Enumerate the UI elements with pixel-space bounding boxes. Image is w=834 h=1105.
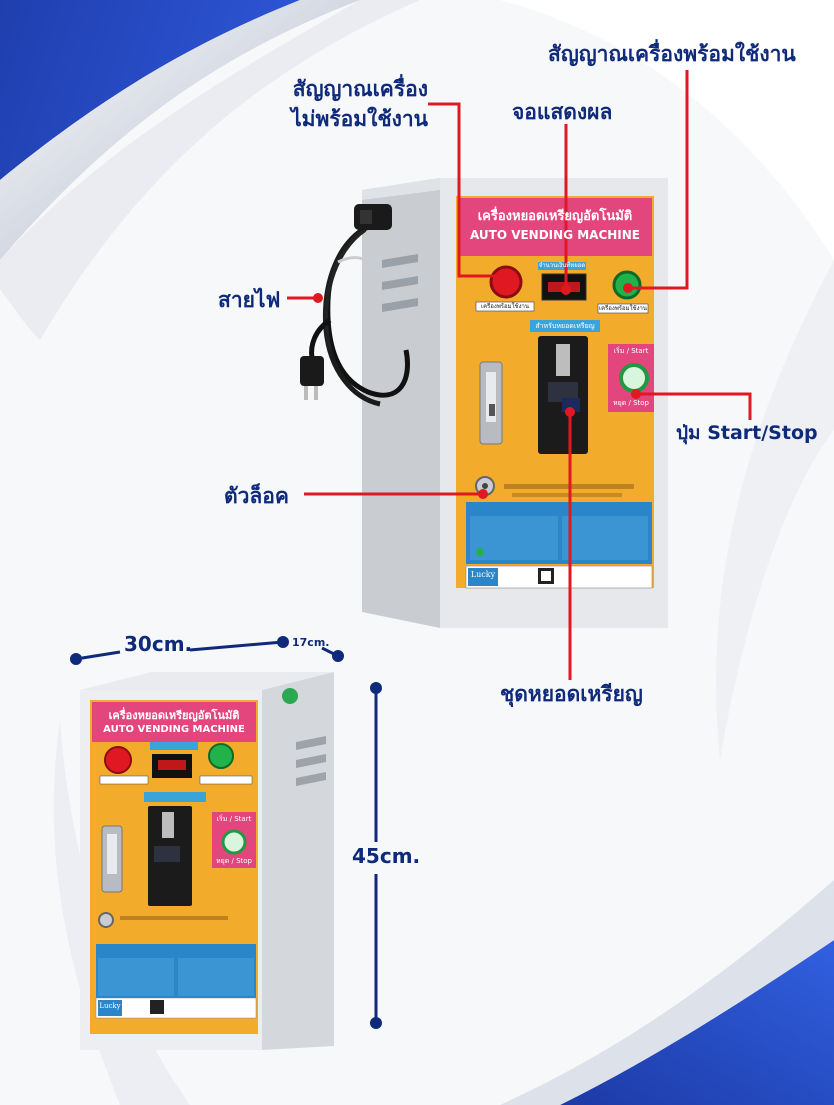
- label-ready: สัญญาณเครื่องพร้อมใช้งาน: [548, 42, 796, 66]
- label-power-cord: สายไฟ: [218, 288, 281, 312]
- panel-brand: Lucky: [470, 570, 496, 579]
- panel-title-en: AUTO VENDING MACHINE: [469, 228, 641, 242]
- dimension-height: 45cm.: [352, 844, 421, 868]
- label-lock: ตัวล็อค: [224, 484, 289, 508]
- small-panel-brand: Lucky: [99, 1002, 121, 1010]
- small-panel-title-th: เครื่องหยอดเหรียญอัตโนมัติ: [108, 709, 240, 722]
- panel-led-left-label: เครื่องพร้อมใช้งาน: [481, 303, 529, 310]
- panel-title-th: เครื่องหยอดเหรียญอัตโนมัติ: [477, 209, 633, 224]
- callout-not-ready-line: [428, 102, 500, 278]
- panel-coin-header: สำหรับหยอดเหรียญ: [535, 322, 595, 330]
- label-display: จอแสดงผล: [512, 100, 613, 124]
- small-panel-title-en: AUTO VENDING MACHINE: [103, 724, 245, 735]
- small-panel-stop-label: หยุด / Stop: [216, 857, 252, 865]
- label-start-stop: ปุ่ม Start/Stop: [676, 422, 818, 444]
- callout-startstop-line: [636, 392, 752, 420]
- dimension-depth: 17cm.: [292, 636, 330, 649]
- panel-stop-label: หยุด / Stop: [613, 399, 649, 407]
- callout-ready-line: [628, 70, 689, 290]
- panel-led-right-label: เครื่องพร้อมใช้งาน: [599, 305, 647, 312]
- label-coin-slot: ชุดหยอดเหรียญ: [500, 682, 643, 706]
- panel-start-label: เริ่ม / Start: [613, 347, 649, 355]
- label-not-ready: สัญญาณเครื่อง ไม่พร้อมใช้งาน: [291, 77, 428, 131]
- small-panel-start-label: เริ่ม / Start: [216, 815, 252, 823]
- dimension-width: 30cm.: [124, 632, 193, 656]
- panel-display-header: จำนวนเงินที่หยอด: [538, 262, 586, 269]
